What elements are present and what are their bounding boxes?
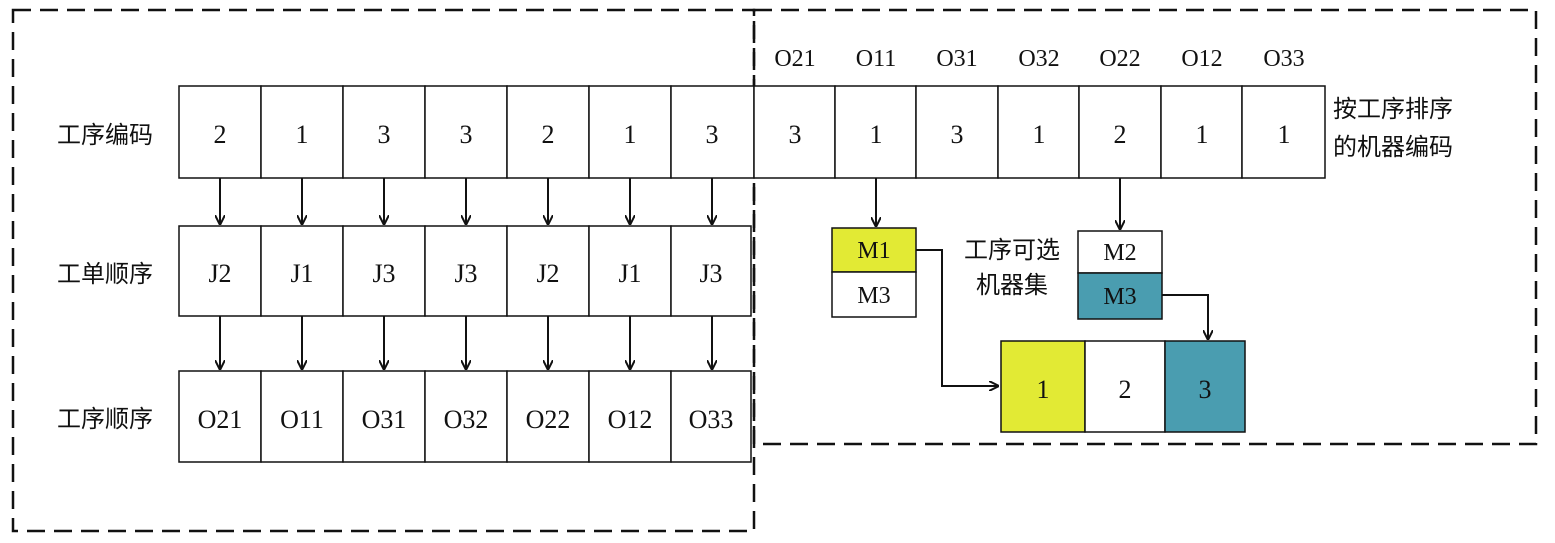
- machine-boxes: 1 2 3: [1000, 340, 1246, 433]
- machine-code-label-line2: 的机器编码: [1333, 133, 1453, 161]
- cell: [342, 225, 426, 317]
- cell: [670, 85, 755, 179]
- cell: [424, 225, 508, 317]
- arrows-row2-to-row3: [220, 316, 712, 369]
- machine-label: 3: [1199, 375, 1212, 404]
- cell: [670, 370, 752, 463]
- cell-value: J1: [290, 259, 313, 288]
- cell-value: O22: [526, 405, 571, 434]
- header-label: O22: [1099, 46, 1140, 72]
- cell: [342, 85, 426, 179]
- cell-value: O33: [689, 405, 734, 434]
- machine-box-2: [1084, 340, 1166, 433]
- cell: [260, 370, 344, 463]
- cell: [1241, 85, 1326, 179]
- set-b-cell-value: M3: [1103, 284, 1136, 310]
- set-b-cell-m3: [1077, 272, 1163, 320]
- machine-code-header-row: O21 O11 O31 O32 O22 O12 O33: [774, 46, 1304, 72]
- cell: [178, 85, 262, 179]
- machine-label: 1: [1037, 375, 1050, 404]
- machine-set-a: M1 M3: [831, 227, 917, 318]
- cell-value: 1: [624, 120, 637, 149]
- cell-value: 1: [296, 120, 309, 149]
- cell-value: 1: [1278, 120, 1291, 149]
- set-a-cell-value: M3: [857, 283, 890, 309]
- cell-value: 2: [1114, 120, 1127, 149]
- cell-value: J3: [699, 259, 722, 288]
- job-order-row: J2 J1 J3 J3 J2 J1 J3: [178, 225, 752, 317]
- cell-value: O32: [444, 405, 489, 434]
- cell-value: O21: [198, 405, 243, 434]
- set-a-cell-m3: [831, 271, 917, 318]
- cell: [506, 370, 590, 463]
- header-label: O33: [1263, 46, 1304, 72]
- connector-m3-to-machine-3: [1162, 294, 1208, 339]
- cell: [260, 85, 344, 179]
- machine-set-b: M2 M3: [1077, 230, 1163, 320]
- cell: [1078, 85, 1162, 179]
- cell-value: J3: [372, 259, 395, 288]
- cell-value: J2: [208, 259, 231, 288]
- cell-value: 3: [951, 120, 964, 149]
- cell: [670, 225, 752, 317]
- cell-value: 3: [789, 120, 802, 149]
- connector-m1-to-machine-1: [916, 249, 998, 386]
- cell: [506, 225, 590, 317]
- machine-box-3: [1164, 340, 1246, 433]
- cell-value: 3: [706, 120, 719, 149]
- cell: [178, 225, 262, 317]
- header-label: O21: [774, 46, 815, 72]
- header-label: O32: [1018, 46, 1059, 72]
- operation-code-row: 2 1 3 3 2 1 3: [178, 85, 755, 179]
- cell: [753, 85, 836, 179]
- machine-code-row: 3 1 3 1 2 1 1: [753, 85, 1326, 179]
- set-a-cell-value: M1: [857, 238, 890, 264]
- cell-value: 3: [378, 120, 391, 149]
- cell-value: J1: [618, 259, 641, 288]
- cell-value: 2: [214, 120, 227, 149]
- cell: [588, 370, 672, 463]
- cell: [178, 370, 262, 463]
- cell-value: J2: [536, 259, 559, 288]
- row-label-operation-order: 工序顺序: [57, 405, 153, 433]
- set-b-cell-m2: [1077, 230, 1163, 274]
- machine-set-label-line2: 机器集: [976, 271, 1048, 299]
- machine-box-1: [1000, 340, 1086, 433]
- header-label: O31: [936, 46, 977, 72]
- cell: [588, 85, 672, 179]
- cell: [260, 225, 344, 317]
- machine-set-label-line1: 工序可选: [964, 236, 1060, 264]
- cell-value: O12: [608, 405, 653, 434]
- header-label: O11: [856, 46, 896, 72]
- cell-value: 3: [460, 120, 473, 149]
- cell: [424, 85, 508, 179]
- cell-value: J3: [454, 259, 477, 288]
- cell-value: 1: [1196, 120, 1209, 149]
- arrows-row1-to-row2: [220, 178, 712, 224]
- cell-value: 2: [542, 120, 555, 149]
- machine-code-label-line1: 按工序排序: [1333, 95, 1453, 123]
- row-label-operation-code: 工序编码: [57, 121, 153, 149]
- cell: [997, 85, 1080, 179]
- right-dashed-frame: [752, 8, 1538, 446]
- cell-value: 1: [1033, 120, 1046, 149]
- row-label-job-order: 工单顺序: [57, 260, 153, 288]
- header-label: O12: [1181, 46, 1222, 72]
- operation-order-row: O21 O11 O31 O32 O22 O12 O33: [178, 370, 752, 463]
- cell-value: O31: [362, 405, 407, 434]
- cell-value: 1: [870, 120, 883, 149]
- cell: [1160, 85, 1243, 179]
- cell-value: O11: [280, 405, 324, 434]
- cell: [915, 85, 999, 179]
- set-b-cell-value: M2: [1103, 240, 1136, 266]
- machine-label: 2: [1119, 375, 1132, 404]
